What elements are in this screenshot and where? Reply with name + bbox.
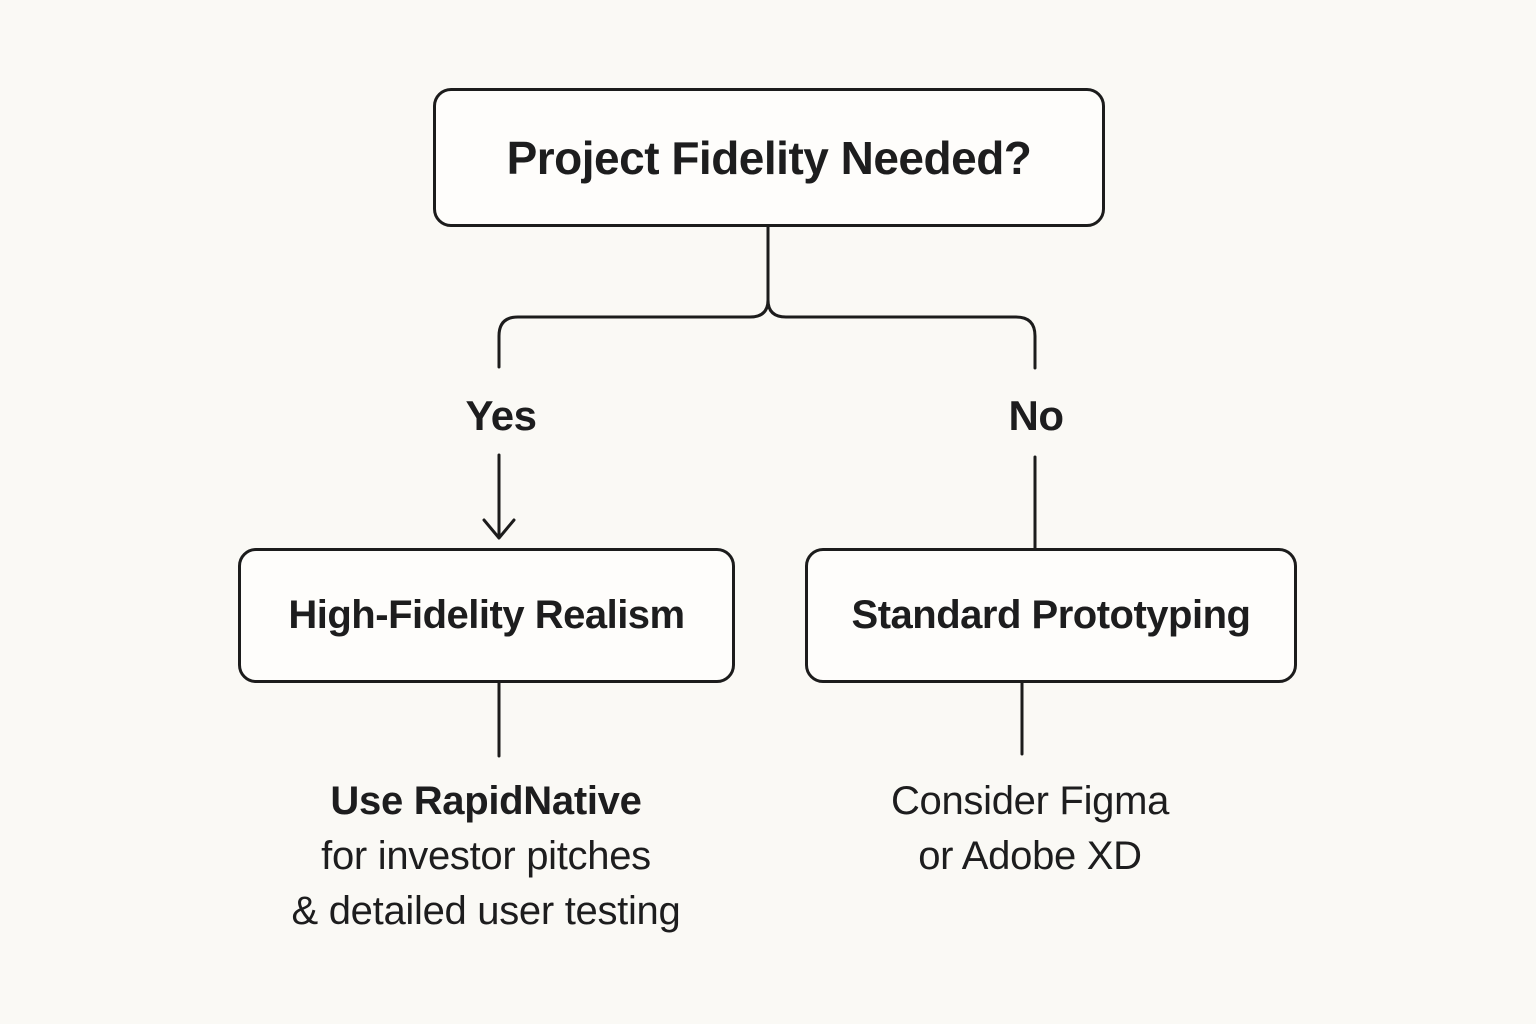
- note-standard-prototyping: Consider Figma or Adobe XD: [891, 774, 1169, 884]
- note-high-fidelity: Use RapidNative for investor pitches & d…: [292, 774, 681, 939]
- outcome-node-high-fidelity-label: High-Fidelity Realism: [288, 593, 685, 637]
- branch-line-right: [766, 298, 1037, 370]
- note-line: & detailed user testing: [291, 889, 681, 933]
- outcome-node-high-fidelity: High-Fidelity Realism: [238, 548, 735, 683]
- yes-arrowhead-down-icon: [482, 518, 516, 540]
- note-line: for investor pitches: [321, 834, 651, 878]
- note-line: Use RapidNative: [330, 779, 642, 823]
- branch-line-left: [497, 225, 770, 369]
- note-line: Consider Figma: [890, 779, 1170, 823]
- note-line: or Adobe XD: [918, 834, 1142, 878]
- decision-node-root: Project Fidelity Needed?: [433, 88, 1105, 227]
- outcome-node-standard-prototyping: Standard Prototyping: [805, 548, 1297, 683]
- outcome-node-standard-prototyping-label: Standard Prototyping: [851, 593, 1251, 637]
- decision-node-root-label: Project Fidelity Needed?: [506, 131, 1032, 184]
- branch-label-yes: Yes: [465, 392, 537, 439]
- branch-label-no: No: [1008, 392, 1065, 439]
